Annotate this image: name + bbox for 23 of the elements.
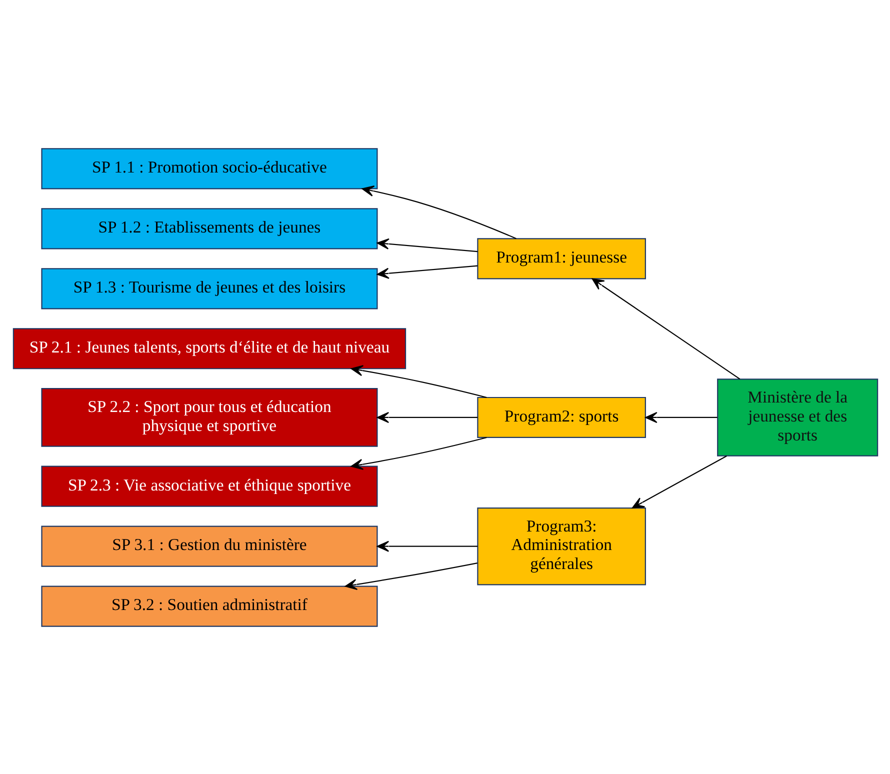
- arrow: [376, 238, 478, 252]
- node-box: Ministère de la jeunesse et des sports: [716, 378, 878, 456]
- node-box: SP 3.1 : Gestion du ministère: [40, 525, 378, 566]
- arrow: [376, 540, 478, 552]
- node-box: SP 2.1 : Jeunes talents, sports d‘élite et de haut niveau: [12, 328, 406, 369]
- node-box: SP 1.3 : Tourisme de jeunes et des loisirs: [40, 268, 378, 309]
- arrow: [591, 278, 740, 379]
- node-box: SP 1.1 : Promotion socio-éducative: [40, 148, 378, 189]
- node-box: Program3: Administration générales: [476, 506, 646, 585]
- node-box: SP 2.3 : Vie associative et éthique sportive: [40, 465, 378, 506]
- arrow: [376, 411, 478, 423]
- node-box: Program2: sports: [476, 396, 646, 438]
- arrow: [632, 454, 726, 508]
- node-box: Program1: jeunesse: [476, 238, 646, 279]
- arrow: [644, 411, 717, 423]
- arrow: [376, 264, 478, 278]
- arrow: [350, 436, 486, 470]
- arrow: [350, 364, 486, 398]
- arrow: [361, 185, 516, 239]
- node-box: SP 2.2 : Sport pour tous et éducation physique et sportive: [40, 388, 378, 446]
- node-box: SP 1.2 : Etablissements de jeunes: [40, 208, 378, 249]
- arrow: [344, 562, 477, 590]
- node-box: SP 3.2 : Soutien administratif: [40, 585, 378, 626]
